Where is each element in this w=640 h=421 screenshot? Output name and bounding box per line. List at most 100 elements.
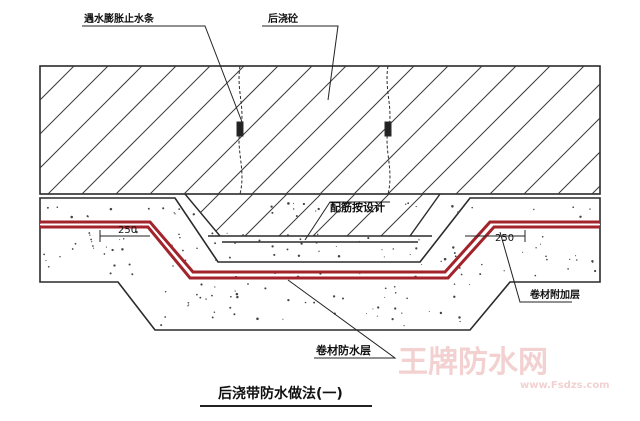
aggregate-dot — [71, 248, 74, 250]
aggregate-dot — [454, 255, 457, 258]
membrane-layer-line — [40, 220, 600, 280]
aggregate-dot — [392, 248, 395, 250]
aggregate-dot — [388, 235, 391, 237]
aggregate-dot — [439, 311, 443, 315]
aggregate-dot — [383, 256, 385, 258]
aggregate-dot — [318, 250, 320, 252]
aggregate-dot — [113, 264, 116, 267]
aggregate-dot — [122, 238, 125, 240]
aggregate-dot — [200, 283, 203, 286]
aggregate-dot — [460, 273, 463, 276]
aggregate-dot — [109, 207, 113, 211]
aggregate-dot — [91, 241, 93, 243]
watermark-url: www.Fsdzs.com — [520, 380, 610, 391]
aggregate-dot — [178, 233, 180, 236]
aggregate-dot — [241, 234, 245, 237]
aggregate-dot — [391, 318, 394, 321]
aggregate-dot — [213, 311, 216, 314]
aggregate-dot — [128, 263, 131, 266]
aggregate-dot — [539, 243, 542, 245]
aggregate-dot — [313, 234, 316, 236]
aggregate-dot — [342, 297, 344, 300]
aggregate-dot — [164, 290, 167, 293]
water-stop-strips — [236, 65, 392, 195]
aggregate-dot — [236, 295, 239, 299]
label-water-stop: 遇水膨胀止水条 — [84, 12, 155, 25]
aggregate-dot — [572, 206, 575, 209]
aggregate-dot — [173, 212, 175, 214]
aggregate-dot — [401, 312, 403, 314]
aggregate-dot — [471, 206, 473, 209]
aggregate-dot — [372, 308, 374, 310]
aggregate-dot — [211, 232, 214, 235]
aggregate-dot — [147, 207, 150, 210]
aggregate-dot — [533, 208, 535, 211]
aggregate-dot — [365, 313, 367, 315]
aggregate-dot — [229, 306, 232, 309]
aggregate-dot — [440, 260, 442, 263]
aggregate-dot — [302, 202, 306, 206]
aggregate-dot — [119, 239, 121, 241]
aggregate-dot — [105, 246, 107, 248]
aggregate-dot — [47, 265, 50, 268]
aggregate-dot — [211, 294, 213, 297]
aggregate-dot — [297, 254, 301, 258]
aggregate-dot — [295, 215, 298, 217]
label-membrane-extra-layer: 卷材附加层 — [529, 288, 580, 301]
aggregate-dot — [503, 270, 505, 272]
aggregate-dot — [451, 205, 454, 208]
leader-lines — [82, 25, 572, 359]
aggregate-dot — [384, 296, 386, 298]
aggregate-dot — [214, 286, 216, 288]
aggregate-dot — [377, 306, 380, 309]
aggregate-dot — [228, 256, 231, 259]
aggregate-dot — [230, 295, 232, 298]
aggregate-dot — [205, 298, 207, 300]
aggregate-dot — [188, 304, 190, 306]
aggregate-dot — [256, 317, 259, 321]
aggregate-dot — [346, 206, 348, 208]
caption-block: 后浇带防水做法(一) — [200, 385, 372, 407]
aggregate-dot — [579, 215, 582, 218]
aggregate-dot — [589, 208, 591, 210]
aggregate-dot — [453, 283, 456, 285]
aggregate-dot — [503, 239, 505, 241]
aggregate-dot — [271, 245, 274, 248]
aggregate-dot — [443, 257, 447, 261]
aggregate-dot — [164, 316, 167, 318]
aggregate-dot — [575, 255, 577, 257]
aggregate-dot — [594, 269, 597, 273]
aggregate-dot — [418, 239, 420, 241]
aggregate-dot — [271, 211, 274, 214]
aggregate-dot — [381, 249, 383, 251]
aggregate-dot — [409, 254, 411, 256]
aggregate-dot — [74, 242, 77, 245]
aggregate-dot — [87, 216, 89, 218]
aggregate-dot — [384, 287, 387, 290]
aggregate-dot — [458, 316, 461, 319]
aggregate-dot — [335, 245, 337, 248]
aggregate-dot — [46, 206, 49, 209]
aggregate-dot — [287, 298, 290, 302]
aggregate-dot — [376, 207, 380, 210]
aggregate-dot — [541, 235, 544, 238]
aggregate-dot — [545, 255, 547, 258]
aggregate-dot — [287, 202, 290, 205]
aggregate-dot — [317, 207, 320, 211]
aggregate-dot — [282, 318, 284, 320]
aggregate-dot — [160, 324, 163, 327]
aggregate-dot — [367, 237, 370, 240]
aggregate-dot — [235, 292, 239, 296]
aggregate-dot — [273, 253, 276, 256]
aggregate-dot — [92, 247, 95, 249]
aggregate-dot — [453, 252, 456, 254]
aggregate-dot — [394, 292, 397, 294]
post-pour-infill — [184, 193, 441, 243]
aggregate-dot — [187, 305, 189, 307]
aggregate-dot — [405, 203, 407, 205]
aggregate-dot — [70, 215, 73, 219]
aggregate-dot — [192, 213, 195, 216]
aggregate-dot — [196, 293, 198, 296]
aggregate-dot — [415, 247, 418, 250]
aggregate-dot — [415, 205, 417, 208]
